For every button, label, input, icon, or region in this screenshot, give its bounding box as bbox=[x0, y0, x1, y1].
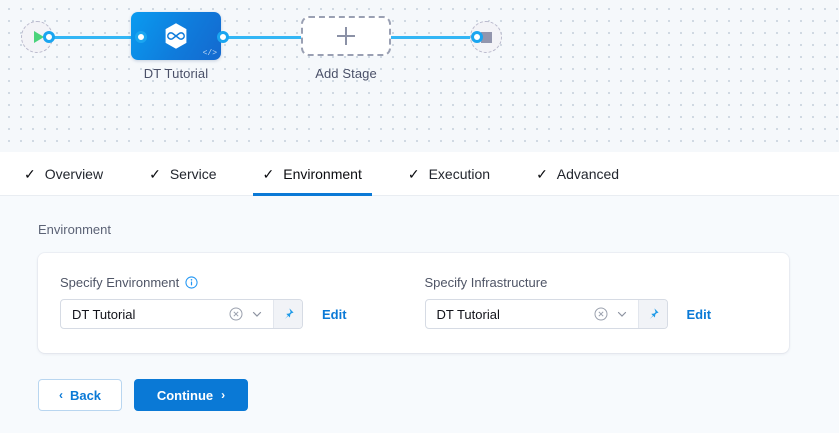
check-icon: ✓ bbox=[149, 165, 161, 182]
specify-environment-label-row: Specify Environment bbox=[60, 275, 425, 290]
connector-dot-end[interactable] bbox=[471, 31, 483, 43]
tab-service[interactable]: ✓ Service bbox=[147, 152, 218, 196]
tab-overview[interactable]: ✓ Overview bbox=[22, 152, 105, 196]
harness-hexagon-icon bbox=[165, 23, 187, 49]
environment-select[interactable]: DT Tutorial bbox=[60, 299, 303, 329]
pin-icon bbox=[649, 308, 659, 320]
environment-panel: Environment Specify Environment bbox=[0, 196, 839, 433]
environment-select-box[interactable]: DT Tutorial bbox=[61, 300, 273, 328]
stage-input-dot[interactable] bbox=[135, 31, 147, 43]
infrastructure-value: DT Tutorial bbox=[436, 306, 500, 322]
plus-icon bbox=[337, 27, 355, 45]
clear-circle-icon[interactable] bbox=[594, 307, 608, 321]
environment-card: Specify Environment DT Tutorial bbox=[38, 253, 789, 353]
check-icon: ✓ bbox=[536, 165, 548, 182]
tab-environment[interactable]: ✓ Environment bbox=[252, 152, 373, 196]
play-icon bbox=[33, 31, 44, 43]
environment-pin-button[interactable] bbox=[273, 300, 302, 328]
specify-infrastructure-label-row: Specify Infrastructure bbox=[425, 275, 790, 290]
stage-label: DT Tutorial bbox=[143, 66, 209, 81]
connector-dot-start[interactable] bbox=[43, 31, 55, 43]
chevron-down-icon[interactable] bbox=[251, 308, 263, 320]
tab-label: Advanced bbox=[556, 165, 620, 182]
chevron-left-icon: ‹ bbox=[58, 388, 63, 402]
infrastructure-select[interactable]: DT Tutorial bbox=[424, 299, 668, 329]
stage-code-icon: </> bbox=[202, 49, 217, 58]
connector-line-start bbox=[44, 36, 140, 39]
specify-environment-row: DT Tutorial bbox=[60, 299, 425, 329]
tab-advanced[interactable]: ✓ Advanced bbox=[534, 152, 621, 196]
environment-edit-link[interactable]: Edit bbox=[322, 306, 347, 322]
continue-button[interactable]: Continue › bbox=[134, 379, 248, 411]
infrastructure-select-box[interactable]: DT Tutorial bbox=[426, 300, 638, 328]
check-icon: ✓ bbox=[24, 165, 36, 182]
chevron-down-icon[interactable] bbox=[616, 308, 628, 320]
connector-line-end bbox=[382, 36, 478, 39]
add-stage-label: Add Stage bbox=[315, 66, 377, 81]
check-icon: ✓ bbox=[262, 165, 275, 182]
continue-button-label: Continue bbox=[156, 387, 214, 403]
tab-label: Overview bbox=[44, 165, 104, 182]
clear-circle-icon[interactable] bbox=[229, 307, 243, 321]
tab-execution[interactable]: ✓ Execution bbox=[406, 152, 492, 196]
specify-environment-label: Specify Environment bbox=[60, 275, 180, 290]
specify-environment-group: Specify Environment DT Tutorial bbox=[60, 275, 425, 329]
specify-infrastructure-label: Specify Infrastructure bbox=[424, 275, 548, 290]
start-node[interactable] bbox=[21, 21, 53, 53]
footer-actions: ‹ Back Continue › bbox=[38, 379, 839, 411]
back-button-label: Back bbox=[69, 387, 102, 403]
pin-icon bbox=[284, 308, 294, 320]
chevron-right-icon: › bbox=[221, 388, 226, 402]
back-button[interactable]: ‹ Back bbox=[38, 379, 122, 411]
specify-infrastructure-group: Specify Infrastructure DT Tutorial bbox=[424, 275, 790, 329]
end-node[interactable] bbox=[470, 21, 502, 53]
tab-label: Environment bbox=[283, 165, 362, 182]
infrastructure-pin-button[interactable] bbox=[637, 300, 667, 328]
stage-output-dot[interactable] bbox=[217, 31, 229, 43]
tab-label: Execution bbox=[428, 165, 491, 182]
check-icon: ✓ bbox=[407, 165, 420, 182]
environment-value: DT Tutorial bbox=[72, 306, 136, 322]
infrastructure-edit-link[interactable]: Edit bbox=[686, 306, 712, 322]
specify-infrastructure-row: DT Tutorial bbox=[424, 299, 790, 329]
connector-line-middle bbox=[222, 36, 314, 39]
stage-tab-bar: ✓ Overview ✓ Service ✓ Environment ✓ Exe… bbox=[0, 152, 839, 196]
add-stage-button[interactable] bbox=[301, 16, 391, 56]
tab-label: Service bbox=[169, 165, 217, 182]
info-icon[interactable] bbox=[185, 276, 198, 289]
section-title: Environment bbox=[38, 222, 111, 237]
pipeline-canvas[interactable]: </> DT Tutorial Add Stage bbox=[0, 0, 839, 152]
stop-icon bbox=[480, 31, 492, 43]
